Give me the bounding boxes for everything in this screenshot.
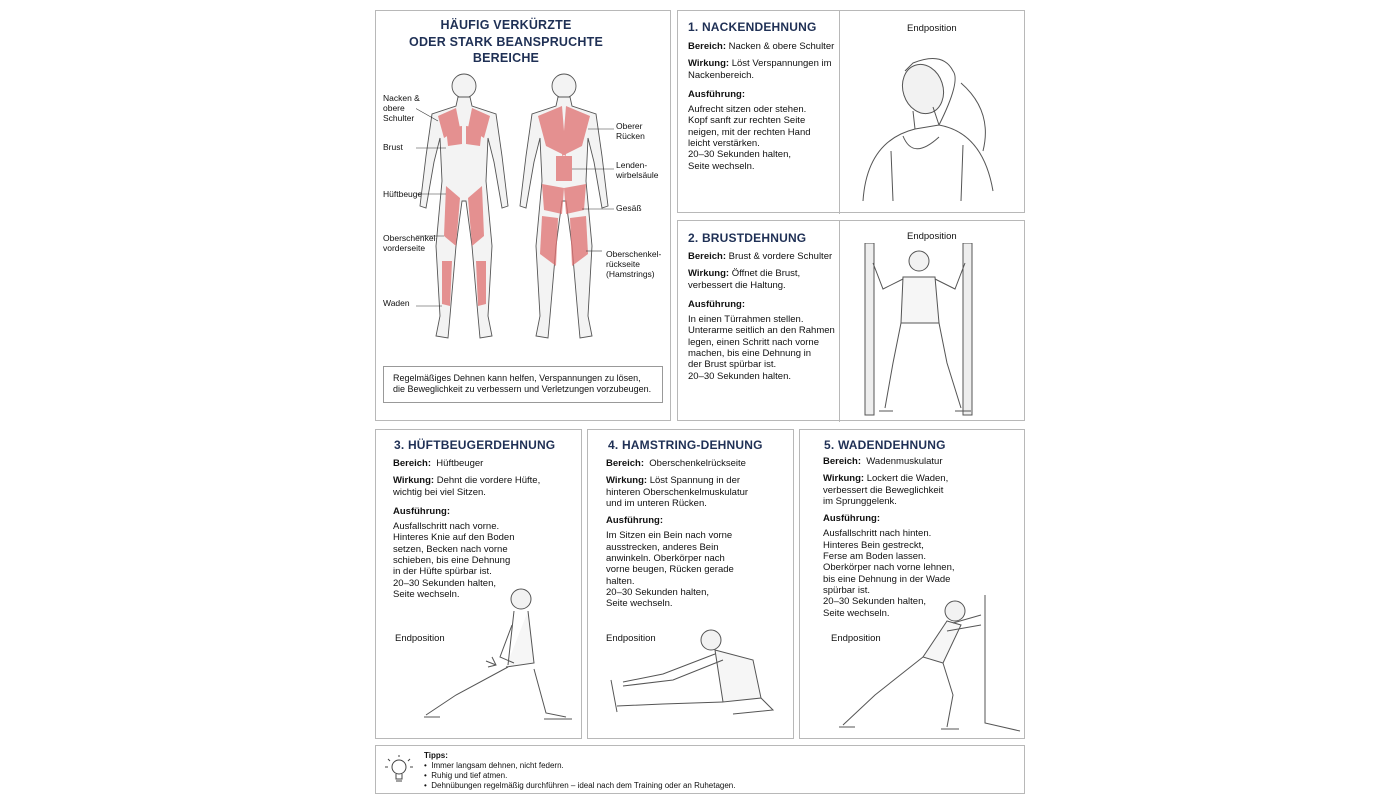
overview-title: HÄUFIG VERKÜRZTE ODER STARK BEANSPRUCHTE… <box>376 17 636 67</box>
endposition-label: Endposition <box>606 633 656 644</box>
card-divider <box>839 11 840 214</box>
wirkung-label: Wirkung: <box>823 473 865 485</box>
exercise-title: 1. NACKENDEHNUNG <box>688 20 817 34</box>
lightbulb-icon <box>385 755 413 782</box>
label-nacken: Nacken & obere Schulter <box>383 93 420 123</box>
wirkung-value: Dehnt die vordere Hüfte, wichtig bei vie… <box>393 475 541 498</box>
tips-item: • Dehnübungen regelmäßig durchführen – i… <box>424 781 736 790</box>
anatomy-illustration <box>416 73 614 339</box>
bereich-label: Bereich: <box>688 41 727 52</box>
wirkung-label: Wirkung: <box>688 58 730 70</box>
ausfuehrung-label: Ausführung: <box>688 88 745 100</box>
wirkung-label: Wirkung: <box>688 268 730 280</box>
endposition-label: Endposition <box>395 633 445 644</box>
exercise-title: 5. WADENDEHNUNG <box>824 438 946 452</box>
wirkung-value: Löst Verspannungen im Nackenbereich. <box>688 58 832 81</box>
exercise-card-nackendehnung: 1. NACKENDEHNUNG Bereich: Nacken & obere… <box>677 10 1025 214</box>
ausfuehrung-value: Im Sitzen ein Bein nach vorne ausstrecke… <box>606 530 734 610</box>
exercise-title: 4. HAMSTRING-DEHNUNG <box>608 438 763 452</box>
overview-title-line: BEREICHE <box>472 51 540 65</box>
bereich-value: Nacken & obere Schulter <box>728 41 835 52</box>
exercise-card-hueftbeugerdehnung: 3. HÜFTBEUGERDEHNUNG Bereich: Hüftbeuger… <box>375 429 582 739</box>
card-divider <box>839 221 840 422</box>
wirkung-label: Wirkung: <box>606 475 648 487</box>
chest-stretch-illustration <box>864 243 973 416</box>
endposition-label: Endposition <box>831 633 881 644</box>
ausfuehrung-value: Aufrecht sitzen oder stehen. Kopf sanft … <box>688 104 811 172</box>
tips-bar: Tipps: • Immer langsam dehnen, nicht fed… <box>375 745 1025 794</box>
ausfuehrung-label: Ausführung: <box>606 515 663 527</box>
label-hueftbeuger: Hüftbeuger <box>383 189 426 199</box>
label-hamstrings: Oberschenkel- rückseite (Hamstrings) <box>606 249 662 279</box>
bereich-value: Wadenmuskulatur <box>866 456 943 467</box>
overview-panel: HÄUFIG VERKÜRZTE ODER STARK BEANSPRUCHTE… <box>375 10 671 421</box>
ausfuehrung-value: Ausfallschritt nach vorne. Hinteres Knie… <box>393 521 515 600</box>
label-waden: Waden <box>383 298 410 308</box>
exercise-card-hamstring-dehnung: 4. HAMSTRING-DEHNUNG Bereich: Oberschenk… <box>587 429 794 739</box>
exercise-card-brustdehnung: 2. BRUSTDEHNUNG Bereich: Brust & vordere… <box>677 220 1025 422</box>
tips-item: • Immer langsam dehnen, nicht federn. <box>424 761 564 770</box>
ausfuehrung-label: Ausführung: <box>688 298 745 310</box>
neck-stretch-illustration <box>862 58 994 202</box>
wirkung-value: Öffnet die Brust, verbessert die Haltung… <box>688 268 801 291</box>
label-brust: Brust <box>383 142 403 152</box>
tips-item: • Ruhig und tief atmen. <box>424 771 508 780</box>
endposition-label: Endposition <box>907 231 957 242</box>
bereich-value: Brust & vordere Schulter <box>728 251 833 262</box>
wirkung-value: Lockert die Waden, verbessert die Bewegl… <box>823 473 949 507</box>
bereich-label: Bereich: <box>606 458 645 469</box>
label-oberer-ruecken: Oberer Rücken <box>616 121 645 141</box>
wirkung-value: Löst Spannung in der hinteren Oberschenk… <box>606 475 749 509</box>
endposition-label: Endposition <box>907 23 957 34</box>
label-oberschenkel-vorderseite: Oberschenkel- vorderseite <box>383 233 439 253</box>
bereich-label: Bereich: <box>688 251 727 262</box>
hamstring-stretch-illustration <box>610 629 775 715</box>
ausfuehrung-value: In einen Türrahmen stellen. Unterarme se… <box>688 314 835 382</box>
ausfuehrung-label: Ausführung: <box>823 513 880 525</box>
overview-title-line: ODER STARK BEANSPRUCHTE <box>409 34 603 49</box>
exercise-card-wadendehnung: 5. WADENDEHNUNG Bereich: Wadenmuskulatur… <box>799 429 1025 739</box>
overview-title-line: HÄUFIG VERKÜRZTE <box>440 18 572 32</box>
label-lendenwirbelsaeule: Lenden- wirbelsäule <box>616 160 659 180</box>
tips-title: Tipps: <box>424 751 448 760</box>
exercise-title: 3. HÜFTBEUGERDEHNUNG <box>394 438 556 452</box>
bereich-label: Bereich: <box>393 458 432 469</box>
overview-note-box: Regelmäßiges Dehnen kann helfen, Verspan… <box>383 366 663 403</box>
ausfuehrung-label: Ausführung: <box>393 505 450 517</box>
ausfuehrung-value: Ausfallschritt nach hinten. Hinteres Bei… <box>823 528 955 619</box>
wirkung-label: Wirkung: <box>393 475 435 487</box>
overview-note: Regelmäßiges Dehnen kann helfen, Verspan… <box>393 373 652 394</box>
bereich-value: Oberschenkelrückseite <box>649 458 746 469</box>
bereich-label: Bereich: <box>823 456 862 467</box>
hip-flexor-stretch-illustration <box>424 588 572 720</box>
label-gesaess: Gesäß <box>616 203 642 213</box>
exercise-bereich: Bereich: Nacken & obere Schulter <box>688 41 838 52</box>
bereich-value: Hüftbeuger <box>436 458 484 469</box>
calf-stretch-illustration <box>839 595 1021 732</box>
exercise-title: 2. BRUSTDEHNUNG <box>688 231 807 245</box>
